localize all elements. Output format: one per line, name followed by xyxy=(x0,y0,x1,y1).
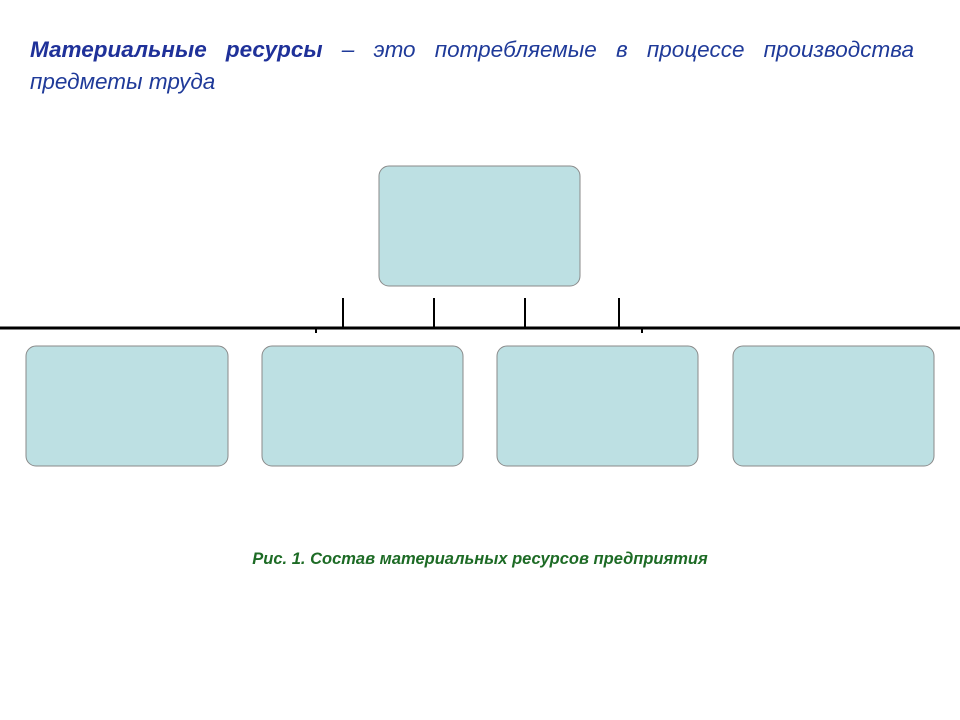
definition-rest: – это потребляемые в процессе производст… xyxy=(30,37,914,94)
child-box-1 xyxy=(25,345,229,467)
child-box-4 xyxy=(732,345,935,467)
child-box-2 xyxy=(261,345,464,467)
figure-caption: Рис. 1. Состав материальных ресурсов пре… xyxy=(252,550,708,568)
root-box xyxy=(378,165,581,287)
definition-text: Материальные ресурсы – это потребляемые … xyxy=(30,34,914,98)
child-box-3 xyxy=(496,345,699,467)
definition-term: Материальные ресурсы xyxy=(30,37,323,62)
